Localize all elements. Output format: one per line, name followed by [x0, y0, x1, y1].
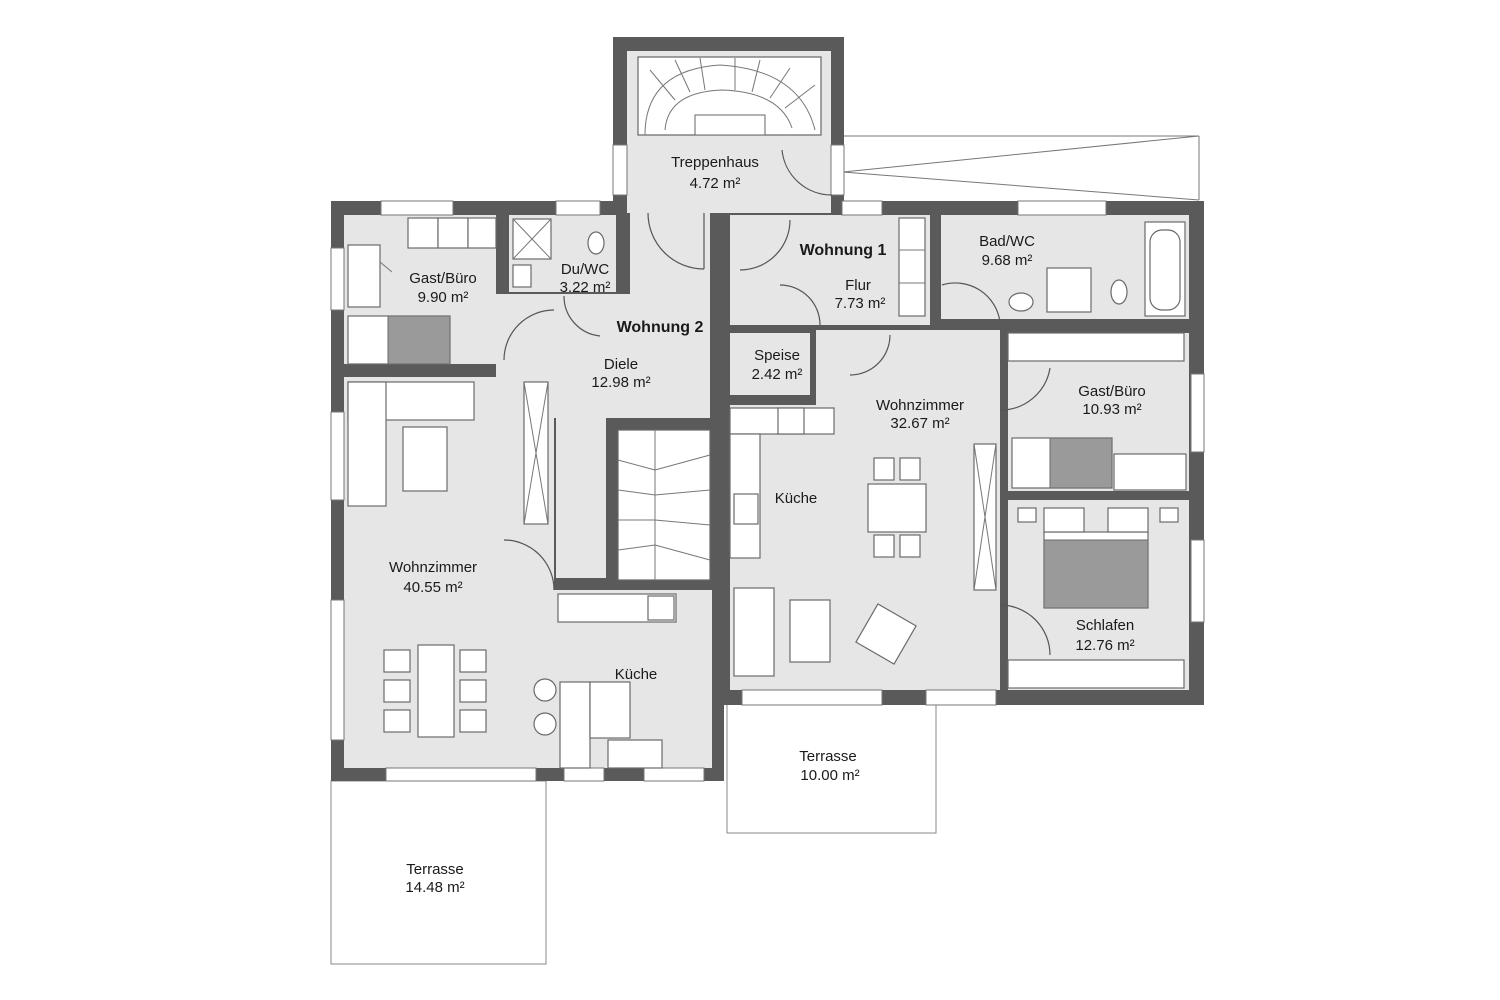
room-labels: Treppenhaus 4.72 m² Gast/Büro 9.90 m² Du… [389, 154, 1146, 896]
room-area-speise: 2.42 m² [752, 366, 803, 383]
room-name-flur: Flur [845, 277, 871, 294]
room-area-wohnzimmer-right: 32.67 m² [890, 415, 949, 432]
room-area-treppenhaus: 4.72 m² [690, 175, 741, 192]
room-name-gast-buero-left: Gast/Büro [409, 270, 477, 287]
schlafen-furniture [1007, 507, 1185, 689]
room-name-diele: Diele [604, 356, 638, 373]
gast-buero-right-furniture [1007, 332, 1187, 491]
room-area-wohnzimmer-left: 40.55 m² [403, 579, 462, 596]
stair-top [637, 56, 822, 136]
room-name-wohnzimmer-right: Wohnzimmer [876, 397, 964, 414]
terrace-left [330, 780, 547, 965]
room-name-du-wc: Du/WC [561, 261, 610, 278]
room-area-terrasse-mid: 10.00 m² [800, 767, 859, 784]
room-area-terrasse-left: 14.48 m² [405, 879, 464, 896]
room-name-bad-wc: Bad/WC [979, 233, 1035, 250]
room-name-treppenhaus: Treppenhaus [671, 154, 759, 171]
kueche-left-furniture [533, 593, 677, 769]
room-name-speise: Speise [754, 347, 800, 364]
room-name-schlafen: Schlafen [1076, 617, 1134, 634]
windows [330, 144, 1205, 782]
room-area-flur: 7.73 m² [835, 295, 886, 312]
room-name-terrasse-mid: Terrasse [799, 748, 857, 765]
balcony-outline [842, 135, 1200, 201]
room-area-gast-buero-right: 10.93 m² [1082, 401, 1141, 418]
doors [503, 149, 1051, 656]
room-name-terrasse-left: Terrasse [406, 861, 464, 878]
unit-label-wohnung-1: Wohnung 1 [800, 242, 887, 259]
room-name-kueche-left: Küche [615, 666, 658, 683]
room-area-diele: 12.98 m² [591, 374, 650, 391]
flur-wardrobe [898, 217, 926, 317]
room-name-kueche-right: Küche [775, 490, 818, 507]
kueche-right-furniture [729, 407, 835, 559]
room-area-gast-buero-left: 9.90 m² [418, 289, 469, 306]
unit-label-wohnung-2: Wohnung 2 [617, 319, 704, 336]
room-area-bad-wc: 9.68 m² [982, 252, 1033, 269]
terrace-mid [726, 696, 937, 834]
room-area-schlafen: 12.76 m² [1075, 637, 1134, 654]
du-wc-fixtures [512, 218, 605, 288]
room-name-gast-buero-right: Gast/Büro [1078, 383, 1146, 400]
wohnzimmer-right-furniture [733, 443, 997, 677]
room-area-du-wc: 3.22 m² [560, 279, 611, 296]
stair-inner [617, 429, 711, 581]
bad-wc-fixtures [1008, 221, 1186, 317]
gast-buero-left-furniture [347, 217, 497, 365]
room-name-wohnzimmer-left: Wohnzimmer [389, 559, 477, 576]
wohnzimmer-left-furniture [347, 381, 549, 738]
